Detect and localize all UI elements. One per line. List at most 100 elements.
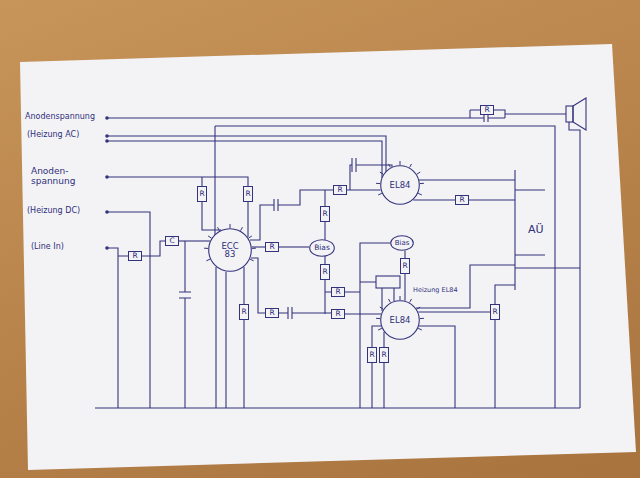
- resistor-symbol: R: [320, 264, 330, 280]
- paper-sheet: [20, 44, 636, 470]
- ground-wire: [216, 267, 244, 408]
- resistor-symbol: R: [331, 287, 345, 297]
- part-label: EL84: [390, 316, 411, 325]
- resistor-symbol: R: [333, 185, 347, 195]
- part-label: Bias: [395, 240, 410, 247]
- anode-supply-wire: [107, 177, 248, 237]
- resistor-symbol: R: [490, 304, 500, 320]
- tube-pin: [380, 172, 383, 174]
- transformer-label: AÜ: [527, 224, 545, 236]
- part-label: R: [402, 262, 407, 270]
- terminal-dot: [105, 210, 109, 214]
- part-label: R: [492, 308, 497, 316]
- resistor-symbol: R: [379, 347, 389, 363]
- tube-outline: [310, 240, 335, 257]
- tube-pin: [208, 236, 211, 238]
- coupling-wire: [250, 190, 333, 240]
- wire: [252, 246, 265, 247]
- tube-pin: [206, 259, 210, 261]
- capacitor-symbol: C: [165, 236, 179, 246]
- wire: [404, 251, 405, 258]
- coupling-wire: [251, 258, 331, 319]
- tube-pin: [420, 318, 424, 319]
- tube-outline: [209, 229, 252, 272]
- ground-bus: [95, 407, 580, 408]
- part-label: R: [337, 186, 342, 194]
- speaker-return-wire: [569, 122, 580, 408]
- tube-pin: [400, 161, 401, 165]
- tube-pin: [218, 227, 220, 231]
- wire: [179, 240, 210, 241]
- tube-pin: [252, 248, 256, 249]
- part-label: ECC 83: [217, 242, 243, 259]
- terminal-dot: [105, 175, 109, 179]
- tube-outline: [391, 236, 414, 251]
- terminal-dot: [105, 246, 109, 250]
- part-label: R: [381, 351, 386, 359]
- tube-pin: [378, 193, 382, 195]
- speaker-symbol: [566, 106, 573, 122]
- heater-dc-wire: [107, 212, 150, 408]
- resistor-symbol: R: [243, 186, 253, 202]
- resistor-symbol: R: [455, 195, 469, 205]
- supply-wire: [215, 126, 555, 408]
- part-label: C: [169, 237, 174, 245]
- tube-pin: [388, 164, 390, 168]
- resistor-symbol: R: [197, 186, 207, 202]
- tube-outline: [381, 166, 420, 205]
- tube-pin: [230, 224, 231, 228]
- part-label: R: [335, 310, 340, 318]
- part-label: R: [241, 308, 246, 316]
- wiring: [95, 98, 586, 408]
- tube-pin: [417, 172, 420, 174]
- wire: [243, 267, 244, 304]
- capacitor-symbol: [179, 241, 191, 408]
- tube-pin: [417, 307, 420, 309]
- heater-ac-wire: [107, 136, 386, 178]
- resistor-symbol: R: [400, 258, 410, 274]
- part-label: R: [335, 288, 340, 296]
- input-label: Anodenspannung: [24, 113, 96, 122]
- input-label: (Line In): [30, 243, 65, 252]
- bias-circle: Bias: [309, 239, 335, 257]
- tube-pin: [204, 248, 208, 249]
- resistor-symbol: R: [331, 309, 345, 319]
- resistor-symbol: R: [265, 242, 279, 252]
- tube-pin: [410, 164, 412, 168]
- part-label: R: [245, 190, 250, 198]
- input-label: Anoden- spannung: [30, 167, 84, 187]
- part-label: R: [322, 268, 327, 276]
- terminal-dot: [105, 116, 109, 120]
- resistor-symbol: R: [320, 206, 330, 222]
- tube-pin: [376, 318, 380, 319]
- tube-pin: [378, 328, 382, 330]
- anode-supply-wire: [107, 110, 566, 122]
- part-label: R: [322, 210, 327, 218]
- resistor-symbol: R: [367, 347, 377, 363]
- tube-pin: [241, 227, 243, 231]
- tube-pin: [400, 296, 401, 300]
- part-label: EL84: [390, 181, 411, 190]
- tube-circle: EL84: [380, 165, 420, 205]
- tube-pin: [410, 299, 412, 303]
- tube-pin: [376, 183, 380, 184]
- terminal-dot: [105, 134, 109, 138]
- note-label: Heizung EL84: [412, 287, 459, 294]
- resistor-symbol: R: [265, 308, 279, 318]
- terminal-dots: [105, 116, 109, 250]
- bias-circle: Bias: [390, 235, 414, 251]
- tube-pin: [388, 299, 390, 303]
- tube-pin: [250, 259, 254, 261]
- part-label: R: [369, 351, 374, 359]
- wire: [347, 189, 381, 190]
- input-label: (Heizung AC): [26, 131, 80, 140]
- resistor-symbol: R: [480, 105, 494, 115]
- part-label: R: [132, 252, 137, 260]
- wire: [404, 274, 405, 301]
- part-label: R: [459, 196, 464, 204]
- tube-pin: [380, 307, 383, 309]
- input-label: (Heizung DC): [26, 207, 81, 216]
